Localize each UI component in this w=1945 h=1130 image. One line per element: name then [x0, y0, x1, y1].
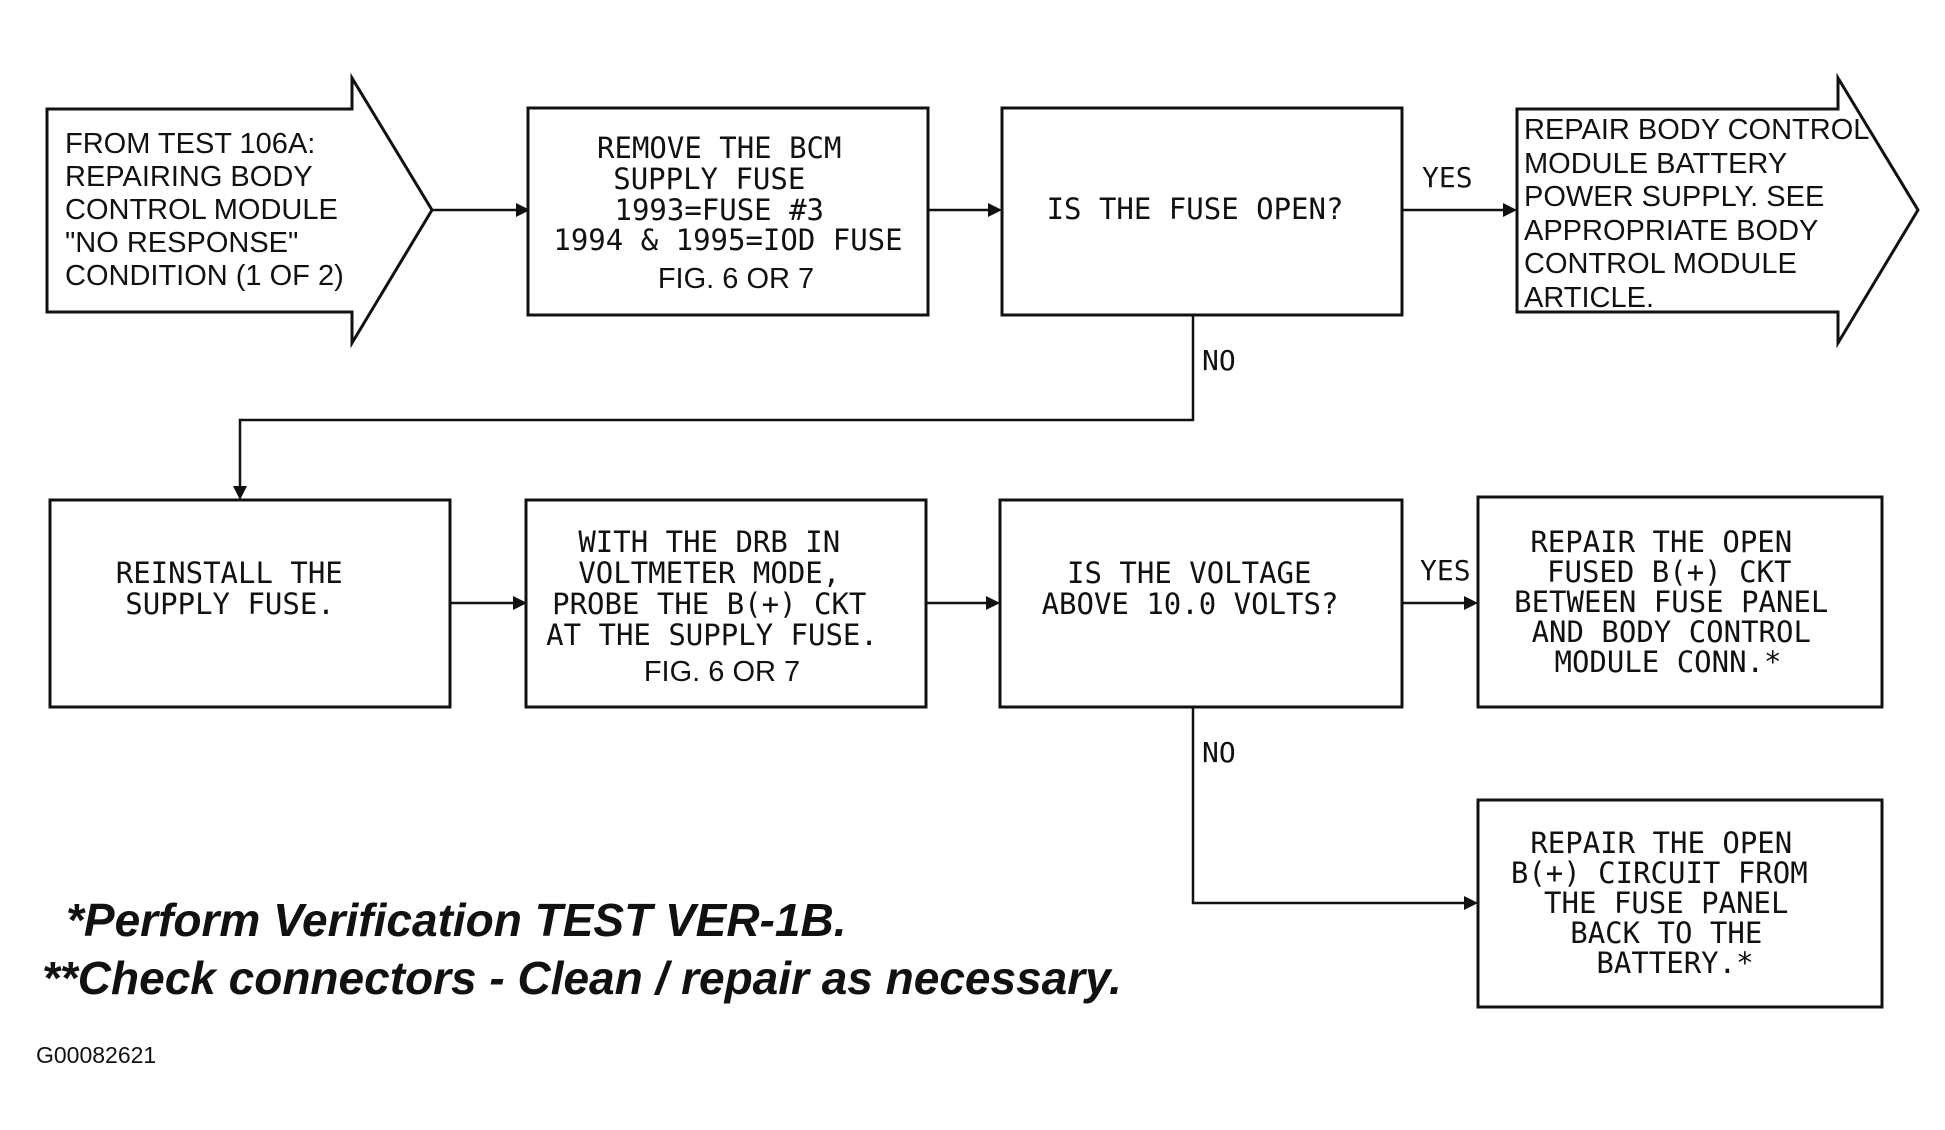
reinstall-text: REINSTALL THE SUPPLY FUSE. — [116, 556, 360, 621]
arrowhead — [1503, 203, 1517, 217]
start-text: FROM TEST 106A: REPAIRING BODY CONTROL M… — [65, 128, 346, 292]
edge-label-fuse-open-no: NO — [1202, 344, 1236, 377]
fuse-open-text: IS THE FUSE OPEN? — [1047, 192, 1344, 226]
text-line: CONDITION (1 OF 2) — [65, 260, 344, 292]
edge-label-voltage-no: NO — [1202, 736, 1236, 769]
arrowhead — [1464, 596, 1478, 610]
text-line: REPAIR BODY CONTROL — [1524, 114, 1869, 146]
arrowhead — [513, 596, 527, 610]
text-line: REPAIR THE OPEN — [1530, 525, 1792, 559]
node-probe — [524, 498, 928, 709]
text-line: POWER SUPPLY. SEE — [1524, 181, 1824, 213]
text-line: APPROPRIATE BODY — [1524, 215, 1818, 247]
text-line: CONTROL MODULE — [65, 194, 338, 226]
text-line: BETWEEN FUSE PANEL — [1514, 585, 1828, 619]
node-repair-supply-arrow — [1515, 72, 1920, 349]
text-line: REPAIRING BODY — [65, 161, 312, 193]
text-line: B(+) CIRCUIT FROM — [1511, 856, 1808, 890]
arrowhead — [986, 596, 1000, 610]
text-line: BACK TO THE — [1570, 916, 1762, 950]
arrowhead — [233, 486, 247, 500]
edge-label-voltage-yes: YES — [1420, 554, 1471, 587]
node-repair-fused — [1476, 495, 1884, 709]
repair-supply-text: REPAIR BODY CONTROL MODULE BATTERY POWER… — [1524, 114, 1876, 314]
node-reinstall — [48, 498, 452, 709]
text-line: WITH THE DRB IN — [578, 525, 840, 559]
edge-label-fuse-open-yes: YES — [1422, 161, 1473, 194]
text-line: CONTROL MODULE — [1524, 248, 1797, 280]
repair-fused-text: REPAIR THE OPEN FUSED B(+) CKT BETWEEN F… — [1514, 525, 1846, 679]
text-line: VOLTMETER MODE, — [578, 556, 840, 590]
edge-voltage-no — [1191, 708, 1466, 905]
probe-figure-ref: FIG. 6 OR 7 — [644, 656, 800, 688]
arrowhead — [516, 203, 530, 217]
text-line: REMOVE THE BCM — [597, 131, 841, 165]
node-repair-circuit — [1476, 798, 1884, 1009]
text-line: AND BODY CONTROL — [1532, 615, 1811, 649]
text-line: AT THE SUPPLY FUSE. — [546, 618, 878, 652]
edge-fuse-open-no — [238, 315, 1195, 488]
text-line: REINSTALL THE — [116, 556, 343, 590]
text-line: BATTERY.* — [1596, 946, 1753, 980]
arrowhead — [988, 203, 1002, 217]
arrowhead — [1464, 896, 1478, 910]
text-line: REPAIR THE OPEN — [1530, 826, 1792, 860]
node-fuse-open — [1000, 106, 1404, 317]
voltage-check-text: IS THE VOLTAGE ABOVE 10.0 VOLTS? — [1042, 556, 1339, 621]
text-line: ARTICLE. — [1524, 282, 1654, 314]
text-line: FROM TEST 106A: — [65, 128, 315, 160]
node-start-arrow — [45, 72, 434, 349]
text-line: FUSED B(+) CKT — [1547, 555, 1791, 589]
text-line: SUPPLY FUSE. — [125, 587, 335, 621]
text-line: PROBE THE B(+) CKT — [552, 587, 866, 621]
text-line: "NO RESPONSE" — [65, 227, 298, 259]
text-line: 1993=FUSE #3 — [615, 193, 825, 227]
note-check-connectors: **Check connectors - Clean / repair as n… — [42, 952, 1122, 1004]
remove-fuse-figure-ref: FIG. 6 OR 7 — [658, 263, 814, 295]
figure-id: G00082621 — [36, 1042, 156, 1068]
node-remove-fuse — [526, 106, 930, 317]
text-line: IS THE VOLTAGE — [1067, 556, 1311, 590]
repair-circuit-text: REPAIR THE OPEN B(+) CIRCUIT FROM THE FU… — [1511, 826, 1825, 980]
text-line: ABOVE 10.0 VOLTS? — [1042, 587, 1339, 621]
remove-fuse-text: REMOVE THE BCM SUPPLY FUSE 1993=FUSE #3 … — [553, 131, 902, 257]
text-line: 1994 & 1995=IOD FUSE — [553, 223, 902, 257]
note-verification: *Perform Verification TEST VER-1B. — [66, 894, 846, 946]
connectors — [233, 203, 1517, 910]
text-line: MODULE CONN.* — [1555, 645, 1782, 679]
text-line: SUPPLY FUSE — [613, 162, 805, 196]
text-line: THE FUSE PANEL — [1544, 886, 1788, 920]
probe-text: WITH THE DRB IN VOLTMETER MODE, PROBE TH… — [546, 525, 884, 652]
text-line: MODULE BATTERY — [1524, 148, 1787, 180]
node-voltage-check — [998, 498, 1404, 709]
